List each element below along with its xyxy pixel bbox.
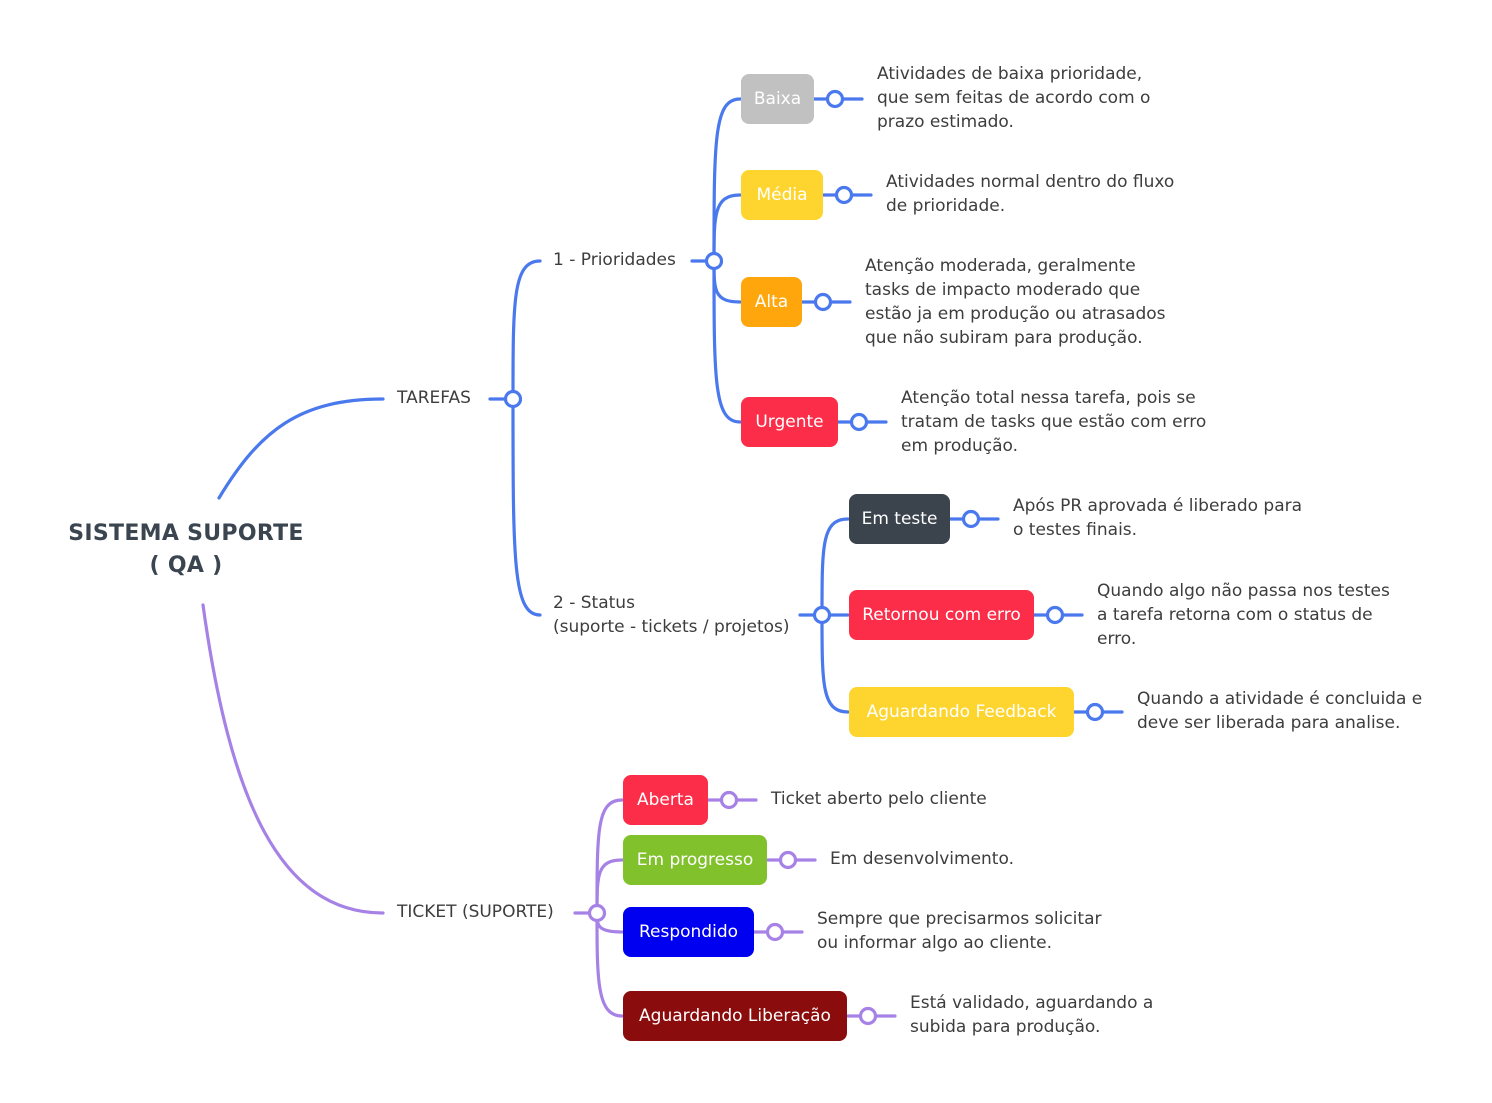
desc-line: Em desenvolvimento.: [830, 849, 1014, 869]
desc-em-teste[interactable]: Após PR aprovada é liberado para o teste…: [1013, 494, 1302, 542]
desc-line: Ticket aberto pelo cliente: [771, 789, 987, 809]
aberta-node[interactable]: [719, 790, 739, 810]
desc-line: que sem feitas de acordo com o: [877, 88, 1151, 108]
desc-alta[interactable]: Atenção moderada, geralmente tasks de im…: [865, 254, 1166, 350]
retornou-node[interactable]: [1045, 605, 1065, 625]
desc-line: Quando a atividade é concluida e: [1137, 689, 1423, 709]
ticket-collapse-node[interactable]: [587, 903, 607, 923]
desc-urgente[interactable]: Atenção total nessa tarefa, pois se trat…: [901, 386, 1206, 458]
pill-aguardando-feedback[interactable]: Aguardando Feedback: [849, 687, 1074, 737]
edge-root-tarefas: [217, 397, 385, 500]
desc-line: em produção.: [901, 436, 1019, 456]
root-title-line2: ( QA ): [149, 553, 223, 578]
pill-respondido[interactable]: Respondido: [623, 907, 754, 957]
emteste-node[interactable]: [961, 509, 981, 529]
desc-line: Atenção total nessa tarefa, pois se: [901, 388, 1196, 408]
desc-line: subida para produção.: [910, 1017, 1101, 1037]
pill-aguardando-liberacao[interactable]: Aguardando Liberação: [623, 991, 847, 1041]
edge-ticket-liberacao: [595, 911, 624, 1018]
root-title-line1: SISTEMA SUPORTE: [68, 521, 304, 546]
desc-line: Está validado, aguardando a: [910, 993, 1154, 1013]
pill-media[interactable]: Média: [741, 170, 823, 220]
liberacao-node[interactable]: [858, 1006, 878, 1026]
desc-line: Quando algo não passa nos testes: [1097, 581, 1390, 601]
media-node[interactable]: [834, 185, 854, 205]
edge-root-ticket: [201, 603, 385, 915]
edge-prio-urgente: [712, 259, 742, 424]
edge-prio-media: [712, 193, 742, 263]
pill-alta[interactable]: Alta: [741, 277, 802, 327]
desc-baixa[interactable]: Atividades de baixa prioridade, que sem …: [877, 62, 1150, 134]
prioridades-collapse-node[interactable]: [704, 251, 724, 271]
topic-status[interactable]: 2 - Status (suporte - tickets / projetos…: [553, 591, 790, 639]
topic-status-line2: (suporte - tickets / projetos): [553, 617, 790, 637]
pill-urgente[interactable]: Urgente: [741, 397, 838, 447]
desc-line: tasks de impacto moderado que: [865, 280, 1141, 300]
aguardando-node[interactable]: [1085, 702, 1105, 722]
desc-line: tratam de tasks que estão com erro: [901, 412, 1207, 432]
pill-baixa[interactable]: Baixa: [741, 74, 814, 124]
progresso-node[interactable]: [778, 850, 798, 870]
pill-em-progresso[interactable]: Em progresso: [623, 835, 767, 885]
pill-retornou-com-erro[interactable]: Retornou com erro: [849, 590, 1034, 640]
edge-prio-baixa: [712, 97, 742, 263]
desc-em-progresso[interactable]: Em desenvolvimento.: [830, 847, 1014, 871]
respondido-node[interactable]: [765, 922, 785, 942]
desc-line: ou informar algo ao cliente.: [817, 933, 1053, 953]
topic-tarefas[interactable]: TAREFAS: [397, 388, 471, 408]
baixa-node[interactable]: [825, 89, 845, 109]
desc-retornou-com-erro[interactable]: Quando algo não passa nos testes a taref…: [1097, 579, 1390, 651]
topic-status-line1: 2 - Status: [553, 593, 635, 613]
desc-respondido[interactable]: Sempre que precisarmos solicitar ou info…: [817, 907, 1101, 955]
edge-ticket-progresso: [595, 858, 624, 915]
desc-line: Atividades de baixa prioridade,: [877, 64, 1143, 84]
edge-status-emteste: [820, 517, 850, 617]
desc-line: a tarefa retorna com o status de: [1097, 605, 1373, 625]
desc-media[interactable]: Atividades normal dentro do fluxo de pri…: [886, 170, 1174, 218]
root-topic[interactable]: SISTEMA SUPORTE ( QA ): [48, 518, 324, 582]
desc-line: de prioridade.: [886, 196, 1006, 216]
edge-tarefas-prioridades: [511, 259, 542, 401]
desc-line: Após PR aprovada é liberado para: [1013, 496, 1303, 516]
alta-node[interactable]: [813, 292, 833, 312]
edge-tarefas-status: [511, 397, 542, 617]
desc-line: Atenção moderada, geralmente: [865, 256, 1136, 276]
desc-line: estão ja em produção ou atrasados: [865, 304, 1166, 324]
topic-prioridades[interactable]: 1 - Prioridades: [553, 250, 676, 270]
topic-ticket[interactable]: TICKET (SUPORTE): [397, 902, 554, 922]
pill-aberta[interactable]: Aberta: [623, 775, 708, 825]
edge-ticket-aberta: [595, 798, 624, 915]
tarefas-collapse-node[interactable]: [503, 389, 523, 409]
desc-line: que não subiram para produção.: [865, 328, 1143, 348]
desc-line: deve ser liberada para analise.: [1137, 713, 1401, 733]
desc-line: prazo estimado.: [877, 112, 1014, 132]
desc-line: Sempre que precisarmos solicitar: [817, 909, 1102, 929]
urgente-node[interactable]: [849, 412, 869, 432]
pill-em-teste[interactable]: Em teste: [849, 494, 950, 544]
desc-line: o testes finais.: [1013, 520, 1138, 540]
status-collapse-node[interactable]: [812, 605, 832, 625]
desc-aguardando-liberacao[interactable]: Está validado, aguardando a subida para …: [910, 991, 1153, 1039]
desc-aberta[interactable]: Ticket aberto pelo cliente: [771, 787, 987, 811]
desc-aguardando-feedback[interactable]: Quando a atividade é concluida e deve se…: [1137, 687, 1422, 735]
edge-status-aguardando: [820, 613, 850, 714]
desc-line: erro.: [1097, 629, 1137, 649]
desc-line: Atividades normal dentro do fluxo: [886, 172, 1175, 192]
